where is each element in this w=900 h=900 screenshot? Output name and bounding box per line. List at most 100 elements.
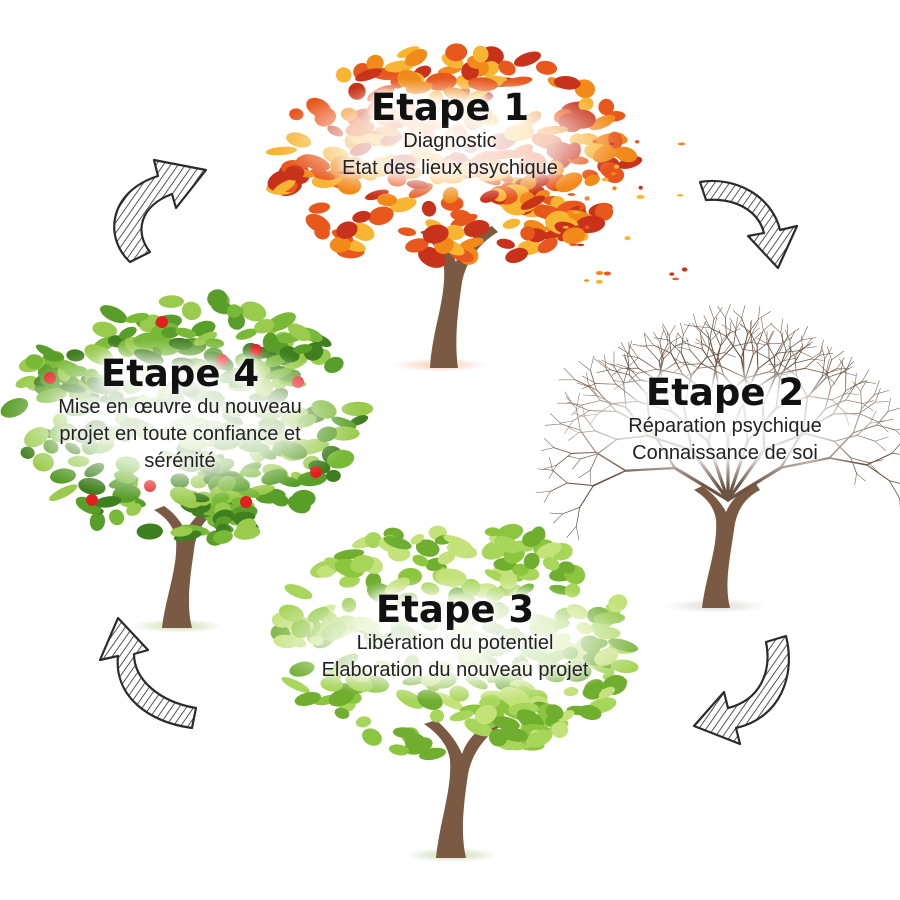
bare-branch	[866, 464, 890, 482]
bare-branch	[657, 344, 663, 358]
step-2-line-1: Réparation psychique	[628, 415, 822, 437]
bare-branch	[740, 333, 749, 359]
bare-branch	[781, 336, 792, 344]
summer-leaf-cluster	[109, 509, 125, 526]
bare-branch	[624, 356, 630, 369]
bare-branch	[811, 350, 823, 360]
autumn-leaf-cluster	[335, 67, 352, 83]
falling-leaf	[601, 177, 609, 182]
falling-leaf	[567, 193, 576, 196]
bare-branch	[710, 330, 721, 342]
bare-branch	[819, 352, 834, 356]
bare-branch	[544, 438, 554, 448]
summer-leaf-cluster	[94, 496, 122, 508]
bare-branch	[854, 473, 857, 486]
autumn-leaf-cluster	[308, 202, 330, 214]
apple	[240, 496, 252, 508]
label-glows	[0, 78, 900, 702]
spring-leaf-cluster	[388, 744, 410, 756]
falling-leaf	[576, 243, 585, 247]
spring-leaf-cluster	[328, 688, 355, 707]
arrow-step1-to-step2	[698, 179, 799, 270]
bare-branch	[741, 305, 746, 319]
bare-branch	[766, 343, 775, 358]
bare-branch	[734, 317, 738, 334]
summer-leaf-cluster	[75, 496, 102, 515]
bare-branch	[616, 363, 630, 369]
bare-branch	[732, 309, 742, 319]
bare-branch	[680, 334, 684, 353]
bare-branch	[735, 318, 743, 330]
bare-branch	[677, 333, 687, 344]
bare-branch	[801, 335, 803, 350]
bare-branch	[653, 332, 661, 343]
falling-leaf	[572, 211, 581, 214]
bare-branch	[741, 317, 749, 335]
bare-branch	[549, 512, 563, 515]
bare-branch	[718, 329, 723, 341]
summer-leaf-cluster	[136, 523, 163, 540]
bare-branch	[549, 482, 568, 492]
bare-branch	[780, 318, 783, 334]
bare-branch	[801, 325, 808, 341]
spring-leaf-cluster	[281, 677, 310, 693]
bare-branch	[549, 456, 553, 471]
falling-leaf	[612, 186, 617, 191]
apple	[156, 316, 168, 328]
bare-branch	[866, 452, 893, 466]
spring-leaf-cluster	[284, 584, 313, 600]
spring-leaf-cluster	[339, 574, 360, 588]
bare-branch	[617, 346, 630, 355]
falling-leaf	[677, 142, 686, 146]
bare-branch	[861, 381, 876, 384]
bare-branch	[675, 332, 678, 347]
spring-leaf-cluster	[489, 728, 508, 747]
bare-branch	[675, 339, 689, 347]
summer-leaf-cluster	[240, 301, 267, 322]
bare-branch	[740, 324, 751, 333]
autumn-leaf-cluster	[336, 221, 358, 239]
falling-leaf	[595, 279, 603, 284]
autumn-leaf-cluster	[397, 227, 417, 237]
autumn-leaf-cluster	[498, 60, 516, 76]
bare-branch	[622, 355, 639, 358]
summer-leaf-cluster	[49, 484, 78, 502]
bare-branch	[578, 360, 591, 371]
summer-leaf-cluster	[226, 304, 242, 318]
summer-leaf-cluster	[118, 326, 137, 340]
spring-leaf-cluster	[484, 527, 501, 537]
step-3-title: Etape 3	[375, 588, 535, 631]
summer-leaf-cluster	[235, 328, 258, 340]
spring-leaf-cluster	[362, 728, 382, 746]
falling-leaf	[595, 271, 604, 275]
spring-leaf-cluster	[392, 727, 417, 739]
summer-leaf-cluster	[170, 526, 193, 537]
autumn-leaf-cluster	[422, 224, 449, 244]
spring-leaf-cluster	[412, 554, 429, 567]
summer-leaf-cluster	[270, 493, 289, 507]
bare-branch	[566, 526, 577, 538]
step-4-label: Etape 4 Mise en œuvre du nouveau projet …	[10, 354, 350, 475]
bare-branch	[628, 357, 639, 367]
summer-leaf-cluster	[92, 321, 118, 338]
step-1-label: Etape 1 Diagnostic Etat des lieux psychi…	[290, 88, 610, 182]
bare-branch	[541, 447, 554, 451]
spring-leaf-cluster	[464, 718, 493, 737]
bare-branch	[721, 324, 736, 334]
bare-branch	[842, 371, 856, 376]
bare-branch	[888, 480, 900, 484]
step-3-label: Etape 3 Libération du potentiel Elaborat…	[270, 590, 640, 684]
bare-branch	[578, 469, 591, 479]
summer-leaf-cluster	[262, 332, 279, 352]
autumn-leaf-cluster	[472, 45, 489, 63]
step-2-title: Etape 2	[645, 371, 805, 414]
spring-leaf-cluster	[410, 533, 424, 545]
bare-branch	[729, 317, 737, 330]
falling-leaf	[636, 194, 645, 199]
bare-branch	[770, 323, 782, 334]
bare-branch	[672, 357, 685, 365]
summer-leaf-cluster	[293, 344, 313, 354]
bare-branch	[826, 346, 832, 361]
